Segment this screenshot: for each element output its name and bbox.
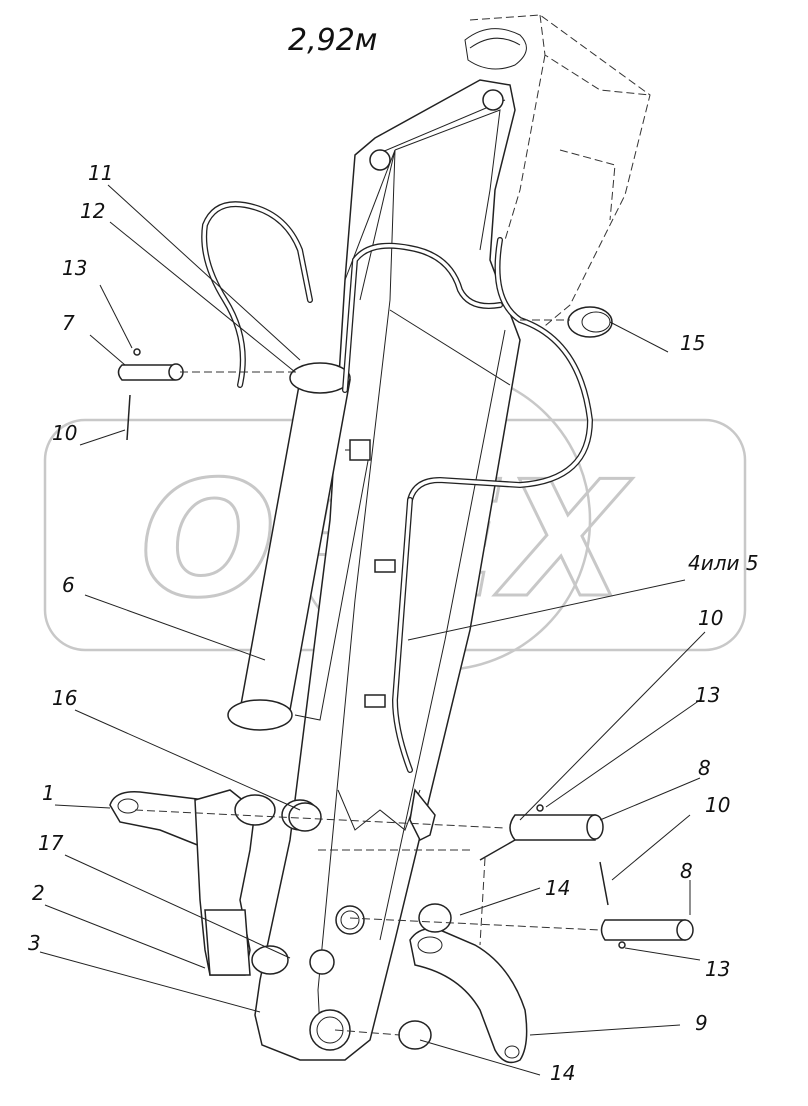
callout-2: 2 xyxy=(32,881,45,905)
callout-3: 3 xyxy=(28,931,41,955)
callout-15: 15 xyxy=(680,331,705,355)
callout-labels: 11 12 13 7 10 15 4или 5 6 10 16 13 8 1 1… xyxy=(28,161,759,1085)
callout-1: 1 xyxy=(42,781,55,805)
callout-14-bottom: 14 xyxy=(550,1061,575,1085)
diagram-title: 2,92м xyxy=(288,23,377,58)
callout-4-or-5: 4или 5 xyxy=(688,551,759,575)
callout-13-right-top: 13 xyxy=(695,683,720,707)
callout-7: 7 xyxy=(62,311,75,335)
pins-and-bushings xyxy=(117,306,694,1050)
callout-10-right-mid: 10 xyxy=(705,793,730,817)
callout-13-right-bottom: 13 xyxy=(705,957,730,981)
callout-8-bottom: 8 xyxy=(680,859,693,883)
hydraulic-cylinder xyxy=(227,362,371,731)
callout-10-left: 10 xyxy=(52,421,77,445)
callout-8-top: 8 xyxy=(698,756,711,780)
callout-16: 16 xyxy=(52,686,77,710)
callout-17: 17 xyxy=(38,831,64,855)
hydraulic-hoses xyxy=(201,201,594,842)
callout-11: 11 xyxy=(88,161,113,185)
callout-10-right-top: 10 xyxy=(698,606,723,630)
callout-14-mid: 14 xyxy=(545,876,570,900)
leader-lines xyxy=(39,184,706,1076)
callout-6: 6 xyxy=(62,573,75,597)
callout-9: 9 xyxy=(695,1011,708,1035)
callout-12: 12 xyxy=(80,199,105,223)
callout-13-top: 13 xyxy=(62,256,87,280)
upper-structure xyxy=(464,14,651,331)
